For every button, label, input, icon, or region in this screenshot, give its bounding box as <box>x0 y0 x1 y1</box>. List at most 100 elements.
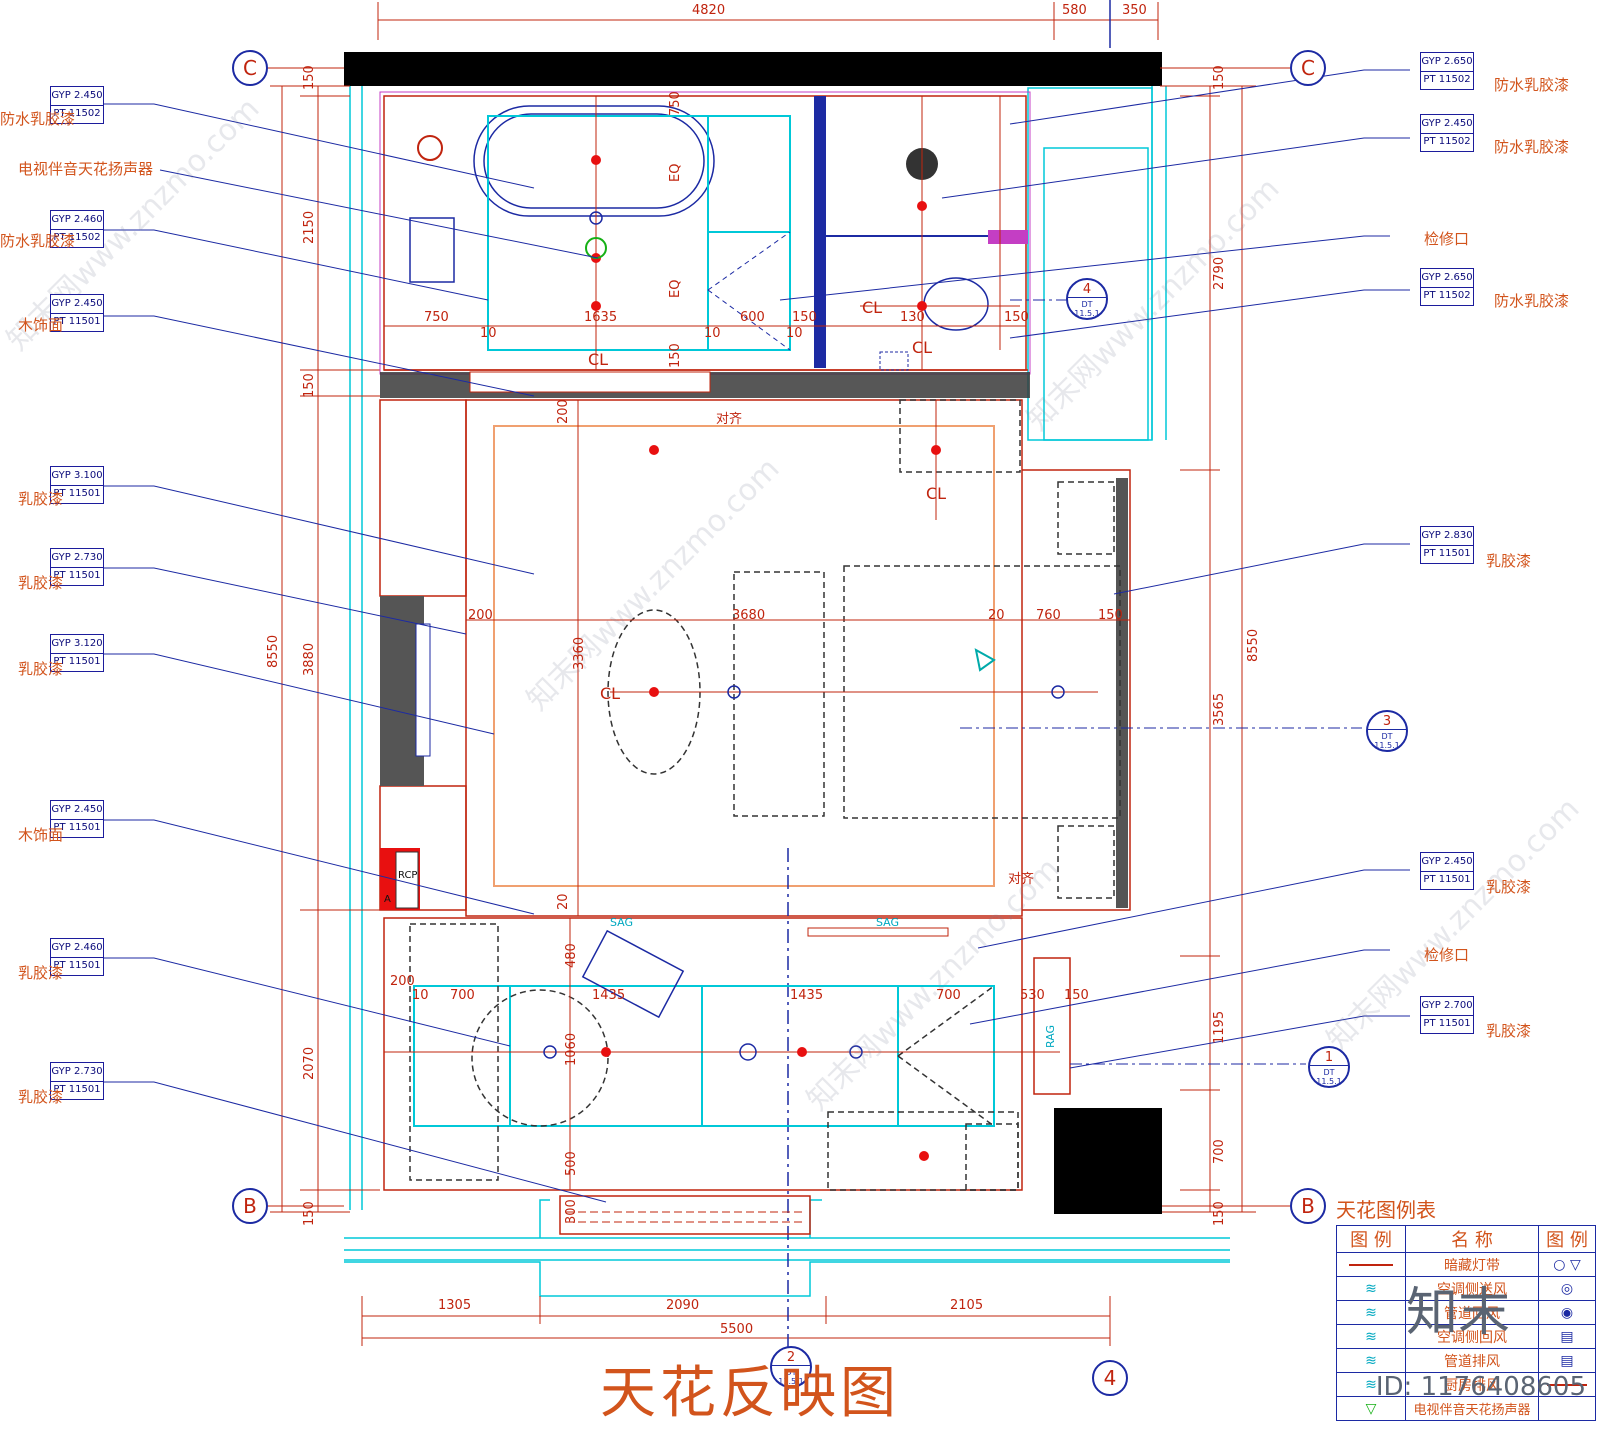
finish-tag: GYP 2.450 PT 11502 <box>50 86 104 124</box>
finish-note: 乳胶漆 <box>18 574 64 592</box>
dim-inner: 1435 <box>592 988 626 1003</box>
dim-right: 8550 <box>1246 628 1261 662</box>
dim-inner: EQ <box>668 279 683 298</box>
dim-inner: 200 <box>556 399 571 424</box>
finish-spec: PT 11501 <box>53 488 101 499</box>
dim-left: 150 <box>302 373 317 398</box>
dim-left: 150 <box>302 65 317 90</box>
dim-left: 8550 <box>266 634 281 668</box>
bottom-dimension-lines <box>361 1296 1111 1346</box>
left-leader-lines <box>104 103 607 1203</box>
finish-tag: GYP 2.700 PT 11501 <box>1420 996 1474 1034</box>
finish-tag: GYP 2.460 PT 11502 <box>50 210 104 248</box>
finish-code: GYP 2.730 <box>51 1063 103 1082</box>
dim-inner: 3680 <box>732 608 766 623</box>
legend-row: ≋管道回风◉ <box>1336 1300 1596 1325</box>
axis-bubble-c-left: C <box>232 50 268 86</box>
bathtub <box>473 105 715 217</box>
finish-spec: PT 11501 <box>1423 1018 1471 1029</box>
legend-label: 暗藏灯带 <box>1405 1252 1539 1277</box>
rcp-label: RCP <box>398 870 418 881</box>
dim-inner: 20 <box>556 893 571 910</box>
top-dimension-line <box>377 2 1159 40</box>
finish-code: GYP 3.120 <box>51 635 103 654</box>
downlights <box>543 211 1065 1061</box>
finish-spec: PT 11501 <box>53 316 101 327</box>
dim-left: 2070 <box>302 1046 317 1080</box>
dim-inner: 600 <box>740 310 765 325</box>
section-marker: 2 DT 11.5.1 <box>770 1346 812 1388</box>
dim-top: 580 <box>1062 3 1087 18</box>
dim-right: 150 <box>1212 1201 1227 1226</box>
finish-note: 木饰面 <box>18 316 64 334</box>
dim-inner: 200 <box>390 974 415 989</box>
finish-spec: PT 11501 <box>1423 548 1471 559</box>
section-number: 2 <box>772 1350 810 1366</box>
legend-table: 图 例 名 称 图 例 暗藏灯带○ ▽ ≋空调侧送风◎ ≋管道回风◉ ≋空调侧回… <box>1336 1225 1596 1421</box>
section-marker: 3 DT 11.5.1 <box>1366 710 1408 752</box>
dim-bottom: 2105 <box>950 1298 984 1313</box>
kitchen-exhaust-icon: ≋ <box>1336 1372 1406 1397</box>
strip-light-icon <box>1336 1252 1406 1277</box>
top-wall <box>344 52 1162 86</box>
speaker-icon: ▽ <box>1336 1396 1406 1421</box>
legend-title: 天花图例表 <box>1336 1198 1436 1222</box>
exhaust-icon: ≋ <box>1336 1348 1406 1373</box>
dim-inner: 530 <box>1020 988 1045 1003</box>
finish-code: GYP 2.450 <box>51 87 103 106</box>
dim-inner: 150 <box>1004 310 1029 325</box>
dim-inner: 1435 <box>790 988 824 1003</box>
legend-header: 图 例 <box>1538 1225 1596 1253</box>
finish-tag: GYP 2.730 PT 11501 <box>50 548 104 586</box>
finish-tag: GYP 3.100 PT 11501 <box>50 466 104 504</box>
return-air-icon: ≋ <box>1336 1300 1406 1325</box>
dim-inner: 700 <box>936 988 961 1003</box>
finish-note: 防水乳胶漆 <box>1494 138 1570 156</box>
finish-tag: GYP 2.450 PT 11501 <box>1420 852 1474 890</box>
section-ref: DT 11.5.1 <box>1316 1068 1342 1086</box>
finish-note: 乳胶漆 <box>18 490 64 508</box>
finish-note: 防水乳胶漆 <box>0 232 76 250</box>
grille-icon: ▤ <box>1538 1348 1596 1373</box>
align-label: 对齐 <box>1008 872 1035 887</box>
dim-right: 3565 <box>1212 692 1227 726</box>
finish-code: GYP 2.450 <box>51 295 103 314</box>
section-ref: DT 11.5.1 <box>1074 300 1100 318</box>
align-label: 对齐 <box>716 412 743 427</box>
sag-label: SAG <box>876 916 900 929</box>
axis-bubble-4: 4 <box>1092 1360 1128 1396</box>
finish-code: GYP 2.460 <box>51 939 103 958</box>
finish-tag: GYP 2.460 PT 11501 <box>50 938 104 976</box>
dim-inner: 150 <box>1064 988 1089 1003</box>
section-number: 4 <box>1068 282 1106 298</box>
dim-inner: 300 <box>564 1199 579 1224</box>
speaker-note: 电视伴音天花扬声器 <box>18 160 154 178</box>
dim-inner: 480 <box>564 943 579 968</box>
centerline-label: CL <box>862 298 883 317</box>
legend-label: 管道回风 <box>1405 1300 1539 1325</box>
legend-label: 管道排风 <box>1405 1348 1539 1373</box>
centerline-label: CL <box>912 338 933 357</box>
right-leader-lines <box>779 69 1410 1069</box>
finish-spec: PT 11502 <box>1423 136 1471 147</box>
legend-header: 名 称 <box>1405 1225 1539 1253</box>
legend-row: ≋管道排风▤ <box>1336 1348 1596 1373</box>
axis-bubble-c-right: C <box>1290 50 1326 86</box>
finish-note: 木饰面 <box>18 826 64 844</box>
finish-spec: PT 11502 <box>53 108 101 119</box>
finish-spec: PT 11501 <box>53 570 101 581</box>
finish-tag: GYP 2.450 PT 11502 <box>1420 114 1474 152</box>
axis-lines <box>264 67 1290 1207</box>
finish-code: GYP 2.700 <box>1421 997 1473 1016</box>
furniture-outlines <box>607 399 1121 899</box>
finish-code: GYP 2.830 <box>1421 527 1473 546</box>
dim-inner: 1635 <box>584 310 618 325</box>
spotlight-icon: ◎ <box>1538 1276 1596 1301</box>
ceiling-lights <box>591 155 941 1161</box>
sag-label: SAG <box>610 916 634 929</box>
line-icon <box>1538 1372 1596 1397</box>
dim-inner: 750 <box>668 91 683 116</box>
grille-icon: ▤ <box>1538 1324 1596 1349</box>
dim-right: 1195 <box>1212 1010 1227 1044</box>
centerline-label: CL <box>600 684 621 703</box>
